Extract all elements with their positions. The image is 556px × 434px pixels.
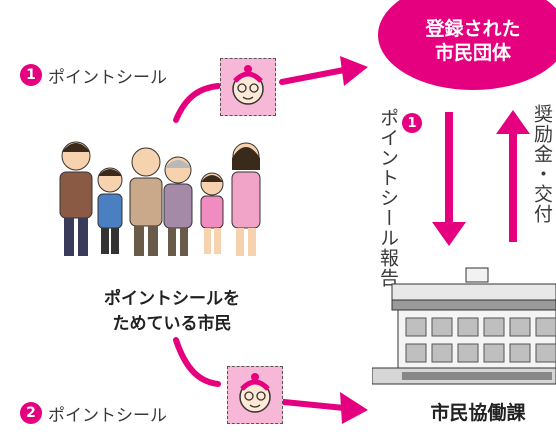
step1-number: 1 — [20, 64, 42, 86]
arrow-to-office — [281, 399, 347, 411]
citizens-caption-line1: ポイントシールを — [104, 289, 240, 309]
point-sticker-icon — [220, 58, 276, 116]
step2-label: ポイントシール — [48, 406, 167, 426]
citizens-caption-line2: ためている市民 — [112, 314, 232, 334]
connector-bottom — [173, 337, 221, 387]
grant-arrow-shaft — [509, 130, 517, 242]
citizens-family-illustration — [59, 141, 261, 256]
point-sticker-icon-2 — [227, 366, 283, 424]
report-text: ポイントシール報告 — [377, 108, 399, 288]
sticker-character-icon — [239, 373, 271, 413]
grant-text: 奨励金・交付 — [531, 104, 553, 224]
arrow-to-office-head — [340, 392, 368, 424]
report-arrow-shaft — [445, 112, 453, 227]
report-number: 1 — [402, 113, 422, 133]
step2-number: 2 — [20, 402, 42, 424]
grant-arrow-head — [496, 110, 530, 134]
registered-group-line2: 市民団体 — [434, 42, 511, 64]
citizens-caption: ポイントシールを ためている市民 — [62, 287, 282, 337]
registered-group-badge — [378, 0, 556, 90]
registered-group-label: 登録された 市民団体 — [398, 17, 548, 65]
registered-group-line1: 登録された — [425, 18, 521, 40]
arrow-to-group-head — [340, 56, 368, 86]
connector-top — [173, 83, 221, 123]
office-label: 市民協働課 — [430, 402, 526, 424]
report-arrow-head — [432, 222, 466, 246]
sticker-character-icon — [232, 65, 264, 105]
city-office-building-illustration — [372, 267, 556, 385]
step1-label: ポイントシール — [48, 68, 167, 88]
arrow-to-group — [279, 67, 347, 85]
